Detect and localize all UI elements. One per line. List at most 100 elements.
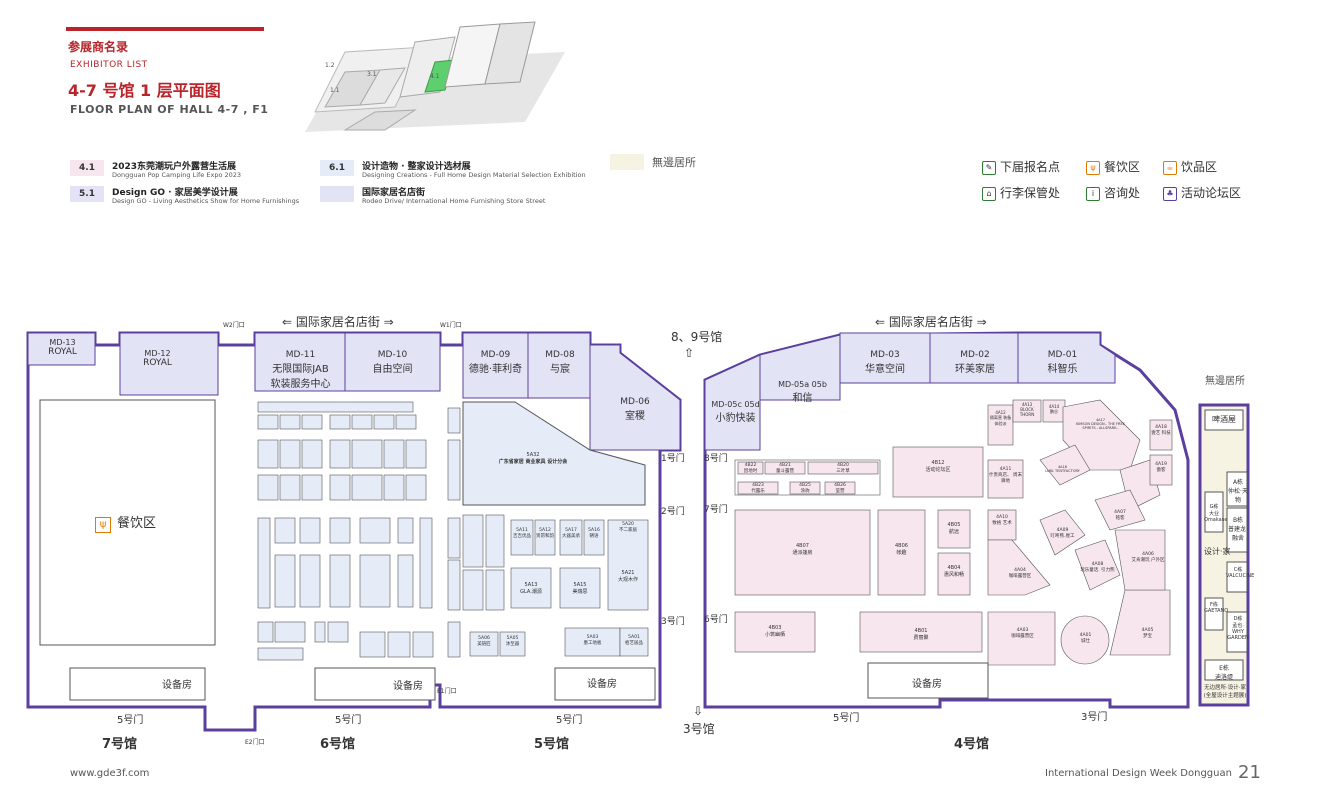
luggage-icon: ⌂ (982, 186, 996, 201)
svg-text:4.1: 4.1 (430, 73, 440, 80)
beer-house (1204, 409, 1244, 431)
equipment-room-5 (554, 667, 656, 701)
booth-md11 (254, 332, 346, 392)
right-panel-frame (1198, 403, 1250, 707)
hall4-booth-grid (734, 399, 1173, 666)
registration-icon: ✎ (982, 160, 996, 175)
svc-label: 咨询处 (1104, 186, 1141, 200)
legend-label-en: Rodeo Drive/ International Home Furnishi… (362, 197, 546, 205)
door-5-hall7: 5号门 (117, 715, 144, 726)
door-3r: 3号门 (661, 617, 685, 627)
building-e-label: E栋迪洛缇 (1214, 665, 1233, 681)
svc-label: 行李保管处 (1000, 186, 1061, 200)
legend-swatch-street (320, 186, 354, 202)
building-g-label: G栋大业 Omakase (1204, 504, 1228, 523)
design-home-label: 设计·家 (1204, 547, 1231, 556)
footer-event: International Design Week Dongguan (1045, 768, 1232, 779)
venue-thumbnail: 1.1 3.1 4.1 1.2 (305, 21, 565, 132)
title-cn: 参展商名录 (68, 40, 129, 54)
booth-md08 (527, 332, 591, 399)
street-label-right: ⇐ 国际家居名店街 ⇒ (875, 315, 987, 329)
building-b-label: B栋普建龙·融舍 (1228, 517, 1248, 542)
svc-label: 活动论坛区 (1181, 186, 1242, 200)
brand-logo: 無邊居所 (652, 156, 696, 169)
booth-md02 (929, 332, 1019, 384)
hall5-booth-grid (462, 514, 649, 657)
gate-w1: W1门口 (440, 322, 462, 329)
building-a-label: A栋仲松·天物 (1228, 479, 1248, 504)
gate-e1: E1门口 (437, 688, 457, 695)
hall-89-label: 8、9号馆 (671, 330, 723, 344)
equipment-room-7 (69, 667, 206, 701)
booth-md03 (839, 332, 931, 384)
svc-registration: ✎ 下届报名点 (982, 158, 1060, 175)
svc-label: 餐饮区 (1104, 160, 1141, 174)
dining-area-block (39, 399, 216, 646)
floor-plan (26, 331, 1250, 732)
legend-num: 5.1 (79, 189, 95, 199)
dining-icon: ψ (1086, 160, 1100, 175)
booth-5a32 (462, 401, 646, 506)
booth-md01 (1017, 332, 1116, 384)
equipment-label-6: 设备房 (393, 681, 423, 692)
header-rule (66, 27, 264, 31)
hall-3-label: 3号馆 (683, 722, 715, 736)
down-arrow-icon: ⇩ (693, 704, 704, 718)
brand-logo-right: 無邊居所 (1205, 376, 1245, 387)
gate-w2: W2门口 (223, 322, 245, 329)
equipment-label-7: 设备房 (162, 680, 192, 691)
legend-swatch-brand (610, 154, 644, 170)
footer-url[interactable]: www.gde3f.com (70, 768, 150, 779)
legend-swatch-4-1: 4.1 (70, 160, 104, 176)
svc-drink: ☕饮品区 (1163, 158, 1217, 175)
svc-label: 下届报名点 (1000, 160, 1061, 174)
booth-md05a (759, 334, 841, 450)
page-number: 21 (1238, 762, 1261, 783)
legend-label-cn: Design GO · 家居美学设计展 (112, 188, 238, 198)
hall-5-label: 5号馆 (534, 737, 570, 752)
legend-swatch-6-1: 6.1 (320, 160, 354, 176)
svg-text:1.2: 1.2 (325, 62, 335, 69)
booth-md10 (344, 332, 441, 392)
booth-md09 (462, 332, 529, 399)
floor-title-en: FLOOR PLAN OF HALL 4-7 , F1 (70, 103, 269, 116)
legend-label-en: Dongguan Pop Camping Life Expo 2023 (112, 171, 242, 179)
legend-label-en: Design GO - Living Aesthetics Show for H… (112, 197, 300, 205)
